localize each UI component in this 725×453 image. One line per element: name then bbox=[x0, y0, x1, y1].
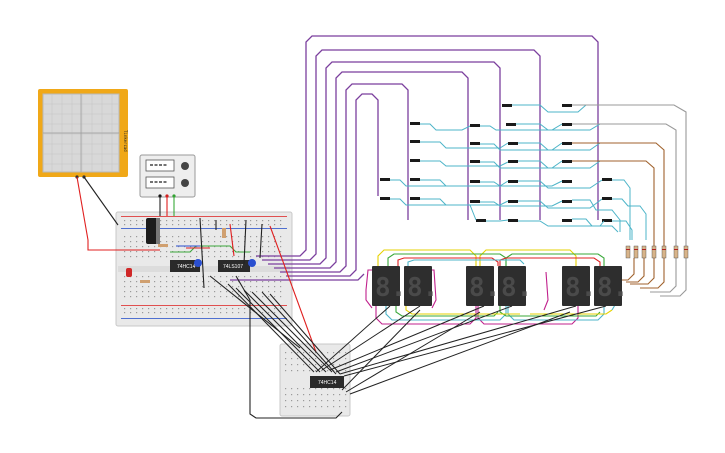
resistor[interactable] bbox=[410, 140, 420, 143]
resistor[interactable] bbox=[625, 245, 631, 259]
main-board-components: 74HC14 74LS107 bbox=[126, 218, 256, 283]
current-knob[interactable] bbox=[181, 179, 189, 187]
resistor[interactable] bbox=[470, 200, 480, 203]
oscilloscope[interactable]: Tinkercad bbox=[38, 89, 128, 179]
breadboard-main[interactable] bbox=[115, 211, 293, 327]
ic-chip[interactable]: 74LS107 bbox=[218, 260, 250, 272]
seven-segment-display[interactable]: 8. bbox=[466, 266, 500, 306]
resistor[interactable] bbox=[602, 197, 612, 200]
chip-label: 74HC14 bbox=[177, 264, 196, 270]
segment-resistor-array bbox=[380, 104, 612, 222]
resistor[interactable] bbox=[651, 245, 657, 259]
resistor[interactable] bbox=[562, 200, 572, 203]
resistor-leads bbox=[572, 104, 687, 297]
led[interactable] bbox=[126, 268, 132, 277]
resistor[interactable] bbox=[562, 160, 572, 163]
current-limit-resistors bbox=[625, 245, 689, 259]
chip-label: 74LS107 bbox=[223, 264, 243, 270]
cyan-segment-wires bbox=[390, 104, 647, 240]
voltage-knob[interactable] bbox=[181, 162, 189, 170]
display-digit: 8. bbox=[407, 273, 438, 303]
ceramic-capacitor[interactable] bbox=[248, 259, 256, 267]
resistor[interactable] bbox=[633, 245, 639, 259]
decoder-fanout-wires bbox=[227, 283, 607, 395]
resistor[interactable] bbox=[562, 104, 572, 107]
scope-side-label: Tinkercad bbox=[123, 130, 128, 152]
resistor[interactable] bbox=[562, 142, 572, 145]
resistor[interactable] bbox=[508, 160, 518, 163]
display-digit: 8. bbox=[501, 273, 532, 303]
resistor[interactable] bbox=[508, 200, 518, 203]
resistor[interactable] bbox=[380, 178, 390, 181]
display-digit: 8. bbox=[565, 273, 596, 303]
resistor[interactable] bbox=[410, 159, 420, 162]
resistor[interactable] bbox=[410, 122, 420, 125]
resistor[interactable] bbox=[508, 180, 518, 183]
ic-chip[interactable]: 74HC14 bbox=[310, 376, 344, 388]
resistor[interactable] bbox=[641, 245, 647, 259]
resistor[interactable] bbox=[508, 142, 518, 145]
seven-segment-display[interactable]: 8. bbox=[404, 266, 438, 306]
resistor[interactable] bbox=[602, 178, 612, 181]
resistor[interactable] bbox=[602, 219, 612, 222]
seven-segment-display[interactable]: 8. bbox=[372, 266, 406, 306]
power-supply[interactable] bbox=[139, 154, 196, 198]
purple-bus-wires bbox=[230, 35, 599, 281]
resistor[interactable] bbox=[508, 219, 518, 222]
resistor[interactable] bbox=[476, 219, 486, 222]
seven-segment-display[interactable]: 8. bbox=[594, 266, 628, 306]
resistor[interactable] bbox=[470, 160, 480, 163]
resistor[interactable] bbox=[683, 245, 689, 259]
resistor[interactable] bbox=[158, 244, 168, 247]
resistor[interactable] bbox=[410, 178, 420, 181]
resistor[interactable] bbox=[562, 123, 572, 126]
lower-board-components: 74HC14 bbox=[310, 376, 344, 388]
resistor[interactable] bbox=[470, 180, 480, 183]
resistor[interactable] bbox=[222, 228, 226, 238]
chip-label: 74HC14 bbox=[318, 380, 337, 386]
ceramic-capacitor[interactable] bbox=[194, 259, 202, 267]
resistor[interactable] bbox=[506, 123, 516, 126]
resistor[interactable] bbox=[502, 104, 512, 107]
display-bus-wires bbox=[365, 249, 619, 325]
seven-segment-display[interactable]: 8. bbox=[498, 266, 532, 306]
ic-chip[interactable]: 74HC14 bbox=[170, 260, 200, 272]
display-digit: 8. bbox=[597, 273, 628, 303]
resistor[interactable] bbox=[380, 197, 390, 200]
resistor[interactable] bbox=[562, 219, 572, 222]
resistor[interactable] bbox=[661, 245, 667, 259]
resistor[interactable] bbox=[470, 124, 480, 127]
resistor[interactable] bbox=[410, 197, 420, 200]
resistor[interactable] bbox=[470, 142, 480, 145]
resistor[interactable] bbox=[673, 245, 679, 259]
display-digit: 8. bbox=[375, 273, 406, 303]
resistor[interactable] bbox=[140, 280, 150, 283]
seven-segment-display[interactable]: 8. bbox=[562, 266, 596, 306]
seven-segment-displays: 8. 8. 8. 8. 8. 8. bbox=[372, 266, 628, 306]
main-board-wires bbox=[76, 176, 343, 419]
display-digit: 8. bbox=[469, 273, 500, 303]
resistor[interactable] bbox=[562, 180, 572, 183]
